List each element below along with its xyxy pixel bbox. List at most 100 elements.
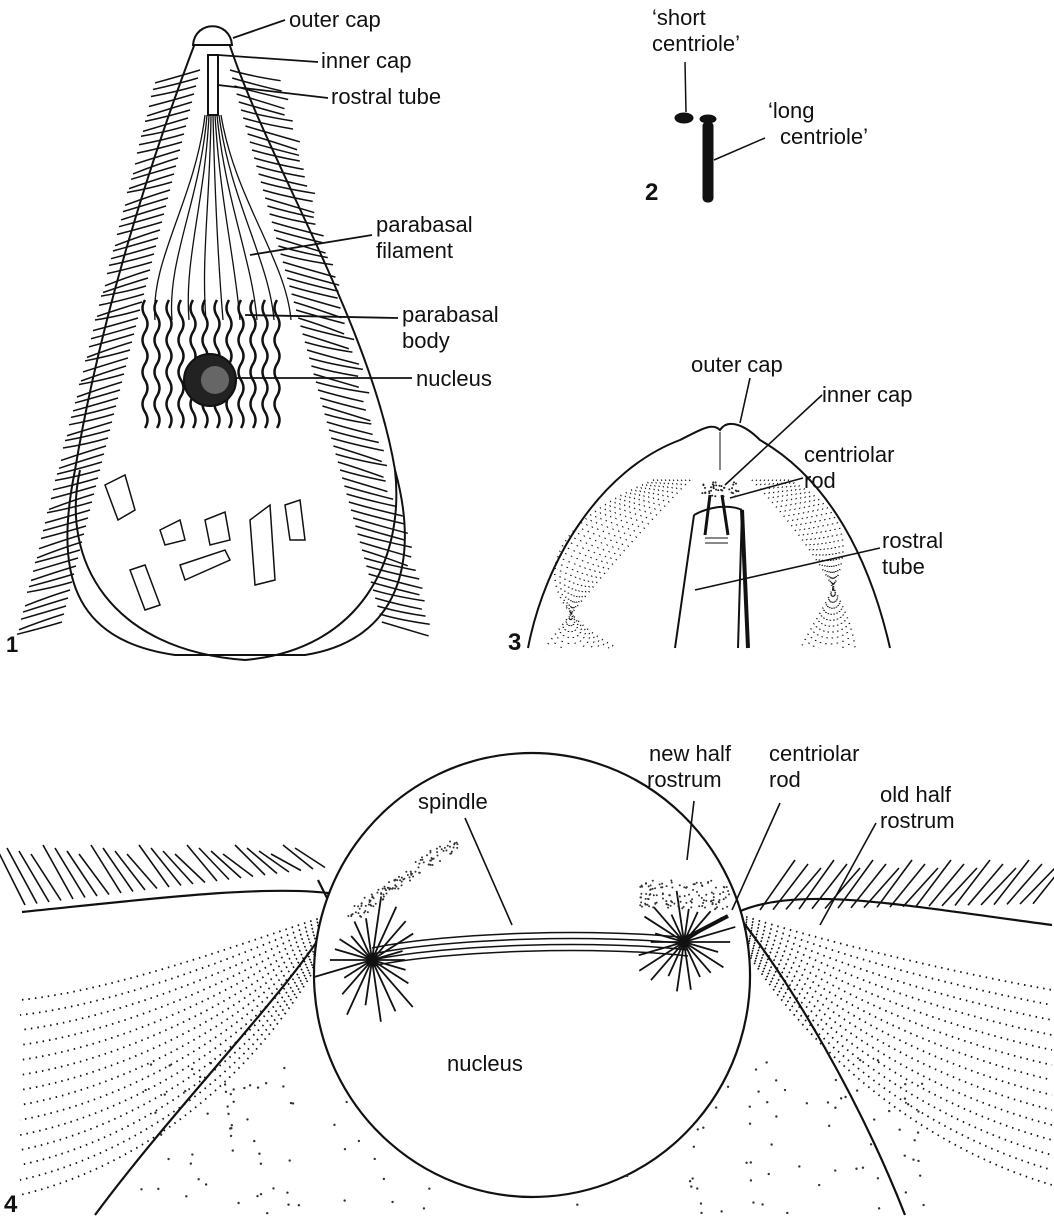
stipple-dot	[719, 893, 721, 895]
stipple-dot	[288, 1159, 290, 1161]
stipple-dot	[679, 884, 681, 886]
stipple-dot	[685, 902, 687, 904]
label-fig3-centriolar-rod-2: rod	[804, 468, 836, 493]
stipple-dot	[396, 879, 398, 881]
fibril-row	[740, 915, 1052, 990]
stipple-dot	[447, 845, 449, 847]
fibril-row	[740, 921, 1052, 1035]
label-inner-cap: inner cap	[321, 48, 412, 73]
stipple-dot	[718, 899, 720, 901]
stipple-dot	[652, 880, 654, 882]
stipple-dot	[645, 898, 647, 900]
stipple-dot	[888, 1110, 890, 1112]
fringe-hair	[347, 494, 397, 507]
stipple-dot	[715, 903, 717, 905]
stipple-dot	[905, 1191, 907, 1193]
cell-body-outline	[67, 30, 404, 655]
stipple-dot	[798, 1165, 800, 1167]
label-short-centriole-1: ‘short	[652, 5, 706, 30]
stipple-dot	[210, 1062, 212, 1064]
stipple-dot	[383, 896, 385, 898]
stipple-dot	[732, 484, 734, 486]
stipple-dot	[698, 905, 700, 907]
stipple-dot	[723, 487, 725, 489]
stipple-dot	[353, 905, 355, 907]
stipple-dot	[691, 898, 693, 900]
fibril-row	[764, 480, 838, 648]
fringe-hair	[155, 70, 200, 83]
stipple-dot	[410, 871, 412, 873]
stipple-dot	[912, 1158, 914, 1160]
stipple-dot	[648, 885, 650, 887]
label-old-half-rostrum-2: rostrum	[880, 808, 955, 833]
stipple-dot	[372, 905, 374, 907]
fringe-hair	[29, 574, 74, 587]
fringe-hair	[320, 398, 366, 410]
stipple-dot	[827, 1101, 829, 1103]
stipple-dot	[775, 1079, 777, 1081]
fringe-hair	[117, 222, 162, 234]
stipple-dot	[232, 1088, 234, 1090]
stipple-dot	[750, 1179, 752, 1181]
stipple-dot	[369, 904, 371, 906]
stipple-dot	[650, 888, 652, 890]
rostral-tube	[208, 55, 218, 115]
fibril-row	[20, 929, 330, 1105]
stipple-dot	[298, 1204, 300, 1206]
stipple-dot	[266, 1212, 268, 1214]
figure-number-1: 1	[6, 632, 18, 657]
stipple-dot	[410, 874, 412, 876]
fringe-hair	[75, 390, 120, 403]
stipple-dot	[157, 1188, 159, 1190]
stipple-dot	[282, 1085, 284, 1087]
stipple-dot	[286, 1191, 288, 1193]
stipple-dot	[358, 1140, 360, 1142]
stipple-dot	[645, 904, 647, 906]
stipple-dot	[711, 892, 713, 894]
stipple-dot	[652, 906, 654, 908]
stipple-dot	[904, 1097, 906, 1099]
fibril-row	[740, 937, 1052, 1155]
stipple-dot	[701, 884, 703, 886]
short-centriole	[675, 113, 693, 123]
stipple-dot	[393, 879, 395, 881]
stipple-dot	[421, 856, 423, 858]
stipple-dot	[380, 892, 382, 894]
stipple-dot	[698, 895, 700, 897]
stipple-dot	[654, 887, 656, 889]
fibril-row	[20, 919, 330, 1030]
stipple-dot	[713, 893, 715, 895]
stipple-dot	[344, 1148, 346, 1150]
fibril-row	[571, 480, 670, 648]
stipple-dot	[667, 907, 669, 909]
label-parabasal-filament-1: parabasal	[376, 212, 473, 237]
stipple-dot	[765, 1061, 767, 1063]
stipple-dot	[679, 895, 681, 897]
stipple-dot	[360, 905, 362, 907]
stipple-dot	[257, 1086, 259, 1088]
fringe-hair	[287, 278, 338, 291]
stipple-dot	[641, 906, 643, 908]
fibril-row	[740, 931, 1052, 1110]
food-particles	[105, 475, 305, 610]
hatch-line	[79, 854, 109, 895]
stipple-dot	[666, 885, 668, 887]
stipple-dot	[671, 887, 673, 889]
stipple-dot	[703, 899, 705, 901]
stipple-dot	[715, 484, 717, 486]
stipple-dot	[714, 495, 716, 497]
stipple-dot	[429, 850, 431, 852]
stipple-dot	[710, 486, 712, 488]
stipple-dot	[385, 889, 387, 891]
fibril-row	[20, 927, 330, 1090]
fringe-hair	[369, 574, 423, 588]
stipple-dot	[761, 1203, 763, 1205]
fibril-row	[555, 480, 654, 648]
stipple-dot	[260, 1163, 262, 1165]
stipple-dot	[702, 484, 704, 486]
stipple-dot	[226, 1105, 228, 1107]
stipple-dot	[757, 1090, 759, 1092]
label-fig3-inner-cap: inner cap	[822, 382, 913, 407]
stipple-dot	[818, 1184, 820, 1186]
stipple-dot	[144, 1089, 146, 1091]
